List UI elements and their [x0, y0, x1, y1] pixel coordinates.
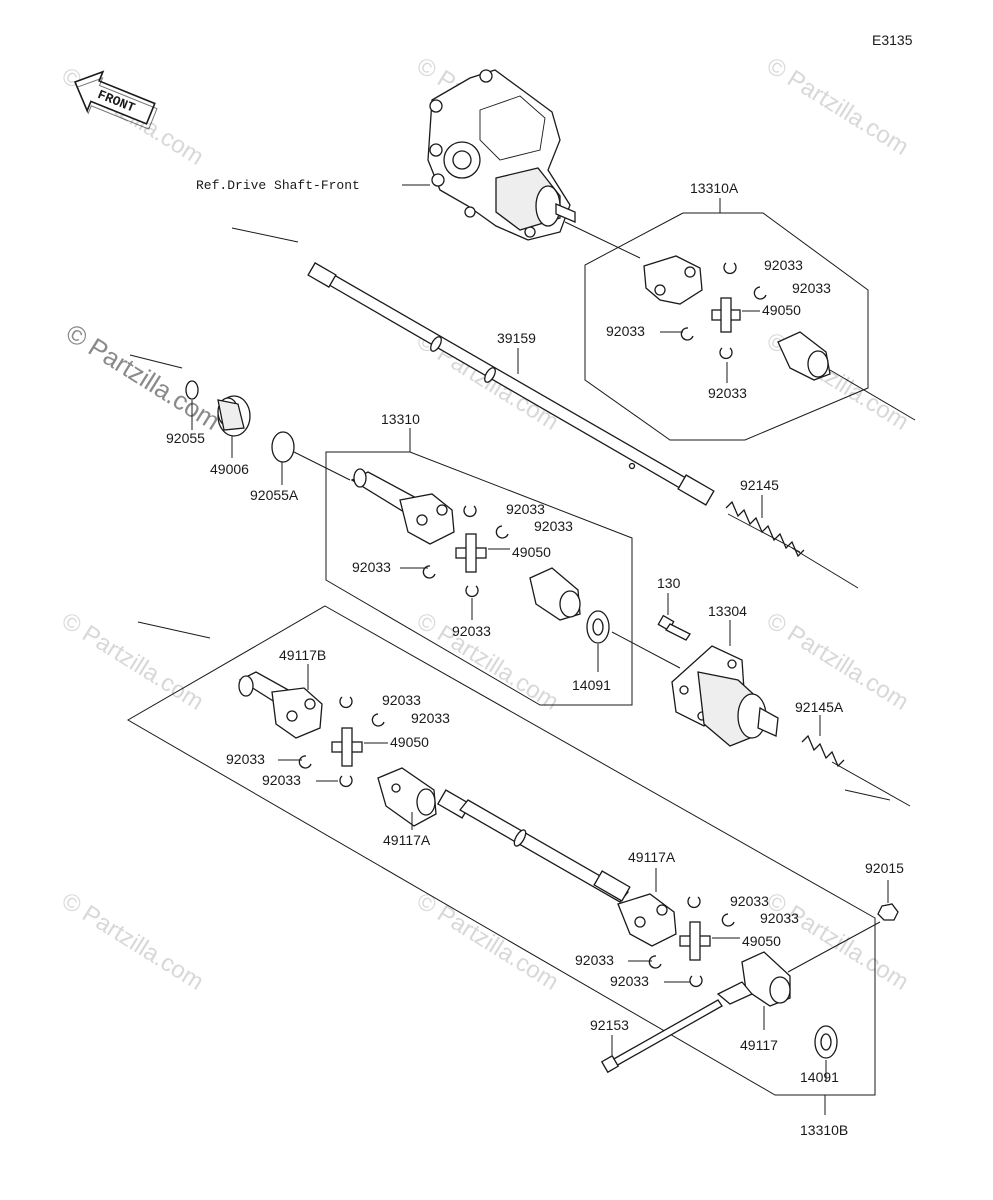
label-92033: 92033 [352, 559, 391, 575]
front-gearcase [427, 69, 576, 241]
label-92033: 92033 [534, 518, 573, 534]
clip-92033 [339, 775, 353, 788]
seal-49006 [217, 395, 251, 437]
label-13304: 13304 [708, 603, 747, 619]
label-49050: 49050 [512, 544, 551, 560]
shaft-39159 [307, 262, 715, 506]
clip-92033 [719, 347, 733, 360]
yoke-49117A-left [377, 767, 437, 827]
bolt-130 [657, 614, 691, 641]
clip-92033 [648, 955, 662, 969]
clip-92033 [687, 896, 701, 909]
oring-92055A [271, 431, 295, 463]
label-49117A: 49117A [383, 832, 431, 848]
clip-92033 [689, 975, 703, 988]
label-13310: 13310 [381, 411, 420, 427]
watermark: © Partzilla.com [762, 52, 913, 161]
yoke-13310-rear [529, 567, 581, 621]
label-92033: 92033 [708, 385, 747, 401]
label-92033: 92033 [226, 751, 265, 767]
label-92055: 92055 [166, 430, 205, 446]
shaft-intermediate [436, 789, 631, 903]
label-92033: 92033 [262, 772, 301, 788]
yoke-13310-slip [350, 468, 455, 545]
yoke-49117A-right [617, 893, 677, 947]
yoke-49117 [716, 951, 791, 1007]
label-13310A: 13310A [690, 180, 739, 196]
label-92033: 92033 [411, 710, 450, 726]
clip-92033 [723, 262, 737, 275]
ref-drive-shaft-label: Ref.Drive Shaft-Front [196, 178, 360, 193]
clip-92033 [465, 585, 479, 598]
label-49117A: 49117A [628, 849, 676, 865]
clip-92033 [721, 913, 735, 927]
diagram-code: E3135 [872, 32, 913, 48]
yoke-49117B [238, 671, 323, 739]
oring-92055 [185, 380, 199, 400]
nut-92015 [877, 903, 899, 921]
watermark: © Partzilla.com [57, 887, 208, 996]
watermark: © Partzilla.com [412, 887, 563, 996]
clip-92033 [339, 696, 353, 709]
label-13310B: 13310B [800, 1122, 848, 1138]
label-49050: 49050 [762, 302, 801, 318]
clip-92033 [753, 286, 767, 300]
cross-49050-a [711, 297, 741, 333]
spring-92145A [801, 734, 845, 768]
label-39159: 39159 [497, 330, 536, 346]
label-49006: 49006 [210, 461, 249, 477]
label-92033: 92033 [382, 692, 421, 708]
label-92033: 92033 [575, 952, 614, 968]
label-92153: 92153 [590, 1017, 629, 1033]
label-92033: 92033 [506, 501, 545, 517]
watermark-main: © Partzilla.com [61, 318, 225, 436]
clip-92033 [463, 505, 477, 518]
label-14091: 14091 [572, 677, 611, 693]
label-92145: 92145 [740, 477, 779, 493]
cross-49050-d [679, 921, 711, 961]
cross-49050-b [455, 533, 487, 573]
label-92033: 92033 [760, 910, 799, 926]
clip-92033 [422, 565, 436, 579]
label-92033: 92033 [606, 323, 645, 339]
watermark: © Partzilla.com [57, 607, 208, 716]
label-92033: 92033 [764, 257, 803, 273]
label-92015: 92015 [865, 860, 904, 876]
label-130: 130 [657, 575, 681, 591]
label-92145A: 92145A [795, 699, 844, 715]
housing-13304 [671, 645, 779, 747]
label-49050: 49050 [742, 933, 781, 949]
label-49117: 49117 [740, 1037, 778, 1053]
cross-49050-c [331, 727, 363, 767]
clip-92033 [680, 327, 694, 341]
label-49117B: 49117B [279, 647, 326, 663]
label-92033: 92033 [792, 280, 831, 296]
label-92033: 92033 [730, 893, 769, 909]
clip-92033 [298, 755, 312, 769]
yoke-13310A-front [643, 255, 703, 305]
label-14091: 14091 [800, 1069, 839, 1085]
group-outline-13310A [584, 212, 869, 441]
clip-92033 [495, 525, 509, 539]
spring-92145 [725, 500, 805, 558]
label-92033: 92033 [610, 973, 649, 989]
label-92033: 92033 [452, 623, 491, 639]
label-92055A: 92055A [250, 487, 299, 503]
label-49050: 49050 [390, 734, 429, 750]
bolt-92153 [600, 999, 723, 1074]
yoke-13310A-rear [777, 331, 831, 381]
clip-92033 [371, 713, 385, 727]
